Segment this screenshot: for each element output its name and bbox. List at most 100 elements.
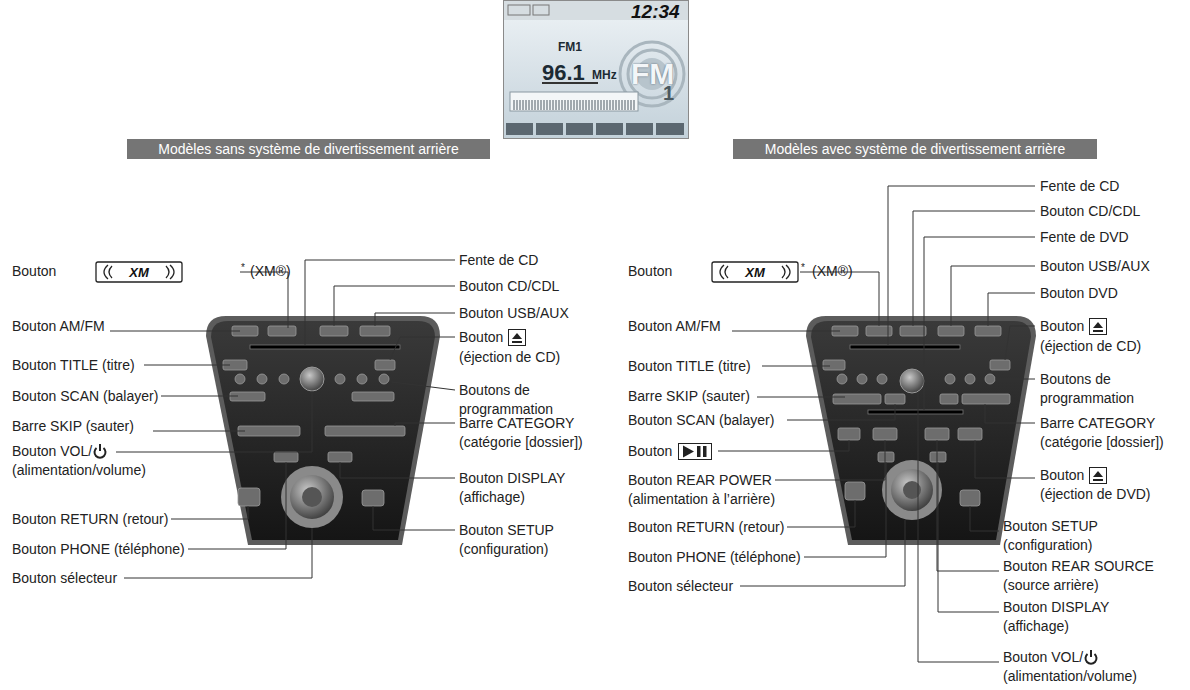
faceplate-left	[281, 466, 343, 528]
eject-icon	[512, 341, 522, 343]
leader-line	[305, 260, 455, 345]
play-pause-icon	[678, 443, 712, 460]
leader-line	[951, 266, 1035, 326]
part-label: Bouton RETURN (retour)	[628, 518, 784, 537]
part-label: Barre SKIP (sauter)	[12, 417, 134, 436]
radio-display-art	[504, 1, 689, 139]
part-label: Bouton CD/CDL	[1040, 202, 1140, 221]
leader-line	[392, 382, 455, 390]
faceplate-right	[962, 394, 1010, 404]
leader-line	[970, 506, 999, 531]
part-label: Bouton VOL/	[12, 442, 92, 461]
power-icon	[93, 443, 107, 459]
eject-icon	[508, 329, 526, 346]
leader-line	[762, 366, 830, 367]
faceplate-left	[302, 487, 322, 507]
faceplate-left	[290, 475, 334, 519]
leader-line	[718, 440, 849, 451]
xm-logo	[96, 262, 182, 282]
xm-logo	[104, 265, 108, 279]
eject-icon	[1089, 318, 1107, 335]
leader-line	[171, 506, 248, 519]
part-label: Bouton PHONE (téléphone)	[628, 548, 801, 567]
part-label: Bouton	[628, 262, 672, 281]
leader-line	[240, 272, 288, 328]
part-label: (alimentation/volume)	[1003, 667, 1137, 686]
faceplate-right	[882, 460, 942, 520]
leader-line	[188, 462, 286, 549]
eject-icon	[1090, 319, 1107, 335]
leader-line	[913, 211, 1035, 326]
faceplate-right	[930, 452, 946, 462]
faceplate-right	[960, 490, 980, 506]
leader-line	[110, 331, 240, 332]
eject-icon	[1093, 479, 1103, 481]
faceplate-right	[975, 326, 1001, 336]
faceplate-left	[279, 374, 289, 384]
faceplate-right	[823, 360, 845, 370]
faceplate-right	[958, 428, 982, 440]
faceplate-right	[885, 394, 905, 404]
leader-line	[888, 186, 1035, 345]
part-label: Barre CATEGORY (catégorie [dossier])	[459, 414, 609, 452]
play-pause-icon	[679, 444, 712, 460]
leader-line	[775, 440, 885, 480]
radio-display: 12:34FM196.1MHzFM1	[503, 0, 688, 138]
faceplate-right	[900, 369, 924, 393]
faceplate-left	[320, 326, 348, 336]
band-title: Modèles avec système de divertissement a…	[765, 140, 1065, 158]
part-label: Bouton sélecteur	[628, 577, 733, 596]
leader-line	[937, 440, 999, 571]
leader-line	[375, 313, 455, 326]
display-text: 1	[663, 82, 674, 105]
leader-line	[757, 397, 845, 398]
play-pause-icon	[683, 446, 694, 458]
part-label: (éjection de CD)	[1040, 337, 1141, 356]
footnote-mark: *	[241, 262, 245, 274]
part-label: Bouton USB/AUX	[1040, 257, 1150, 276]
radio-display-art	[626, 123, 653, 135]
leader-line	[995, 379, 1035, 380]
faceplate-right	[965, 374, 975, 384]
leader-line	[373, 506, 455, 530]
radio-display-art	[510, 92, 638, 111]
faceplate-left	[257, 374, 267, 384]
faceplate-right	[868, 410, 963, 414]
leader-line	[787, 404, 895, 420]
radio-display-art	[506, 123, 533, 135]
faceplate-right	[838, 428, 860, 440]
part-label: Bouton DISPLAY (affichage)	[459, 469, 589, 507]
display-text: 96.1	[542, 60, 585, 86]
faceplate-right	[850, 345, 960, 349]
play-pause-icon	[703, 446, 707, 457]
part-label: Fente de CD	[459, 251, 538, 270]
leader-line	[732, 331, 840, 332]
faceplate-left	[375, 360, 395, 370]
leader-line	[110, 186, 1035, 662]
leader-line	[390, 337, 455, 360]
leader-line	[804, 462, 886, 557]
faceplate-left	[268, 326, 296, 336]
leader-line	[395, 423, 455, 426]
leader-line	[161, 396, 238, 397]
faceplate-right	[925, 428, 949, 440]
leader-line	[975, 440, 1035, 478]
part-label: Boutons de programmation	[459, 381, 579, 419]
faceplate-left	[250, 345, 400, 349]
eject-icon	[509, 330, 526, 346]
display-text: MHz	[592, 68, 617, 82]
faceplate-left	[238, 426, 300, 436]
leader-line	[153, 431, 245, 432]
part-label: Bouton REAR POWER (alimentation à l’arri…	[628, 471, 803, 509]
radio-display-art	[566, 123, 593, 135]
xm-logo	[786, 265, 790, 279]
part-label: Bouton AM/FM	[12, 317, 105, 336]
xm-logo	[170, 265, 174, 279]
part-label: (XM®)	[250, 262, 291, 281]
part-label: (éjection de DVD)	[1040, 485, 1151, 504]
xm-logo	[712, 262, 798, 282]
radio-display-art	[536, 123, 563, 135]
leader-line	[985, 404, 1035, 423]
faceplate-right	[891, 469, 933, 511]
